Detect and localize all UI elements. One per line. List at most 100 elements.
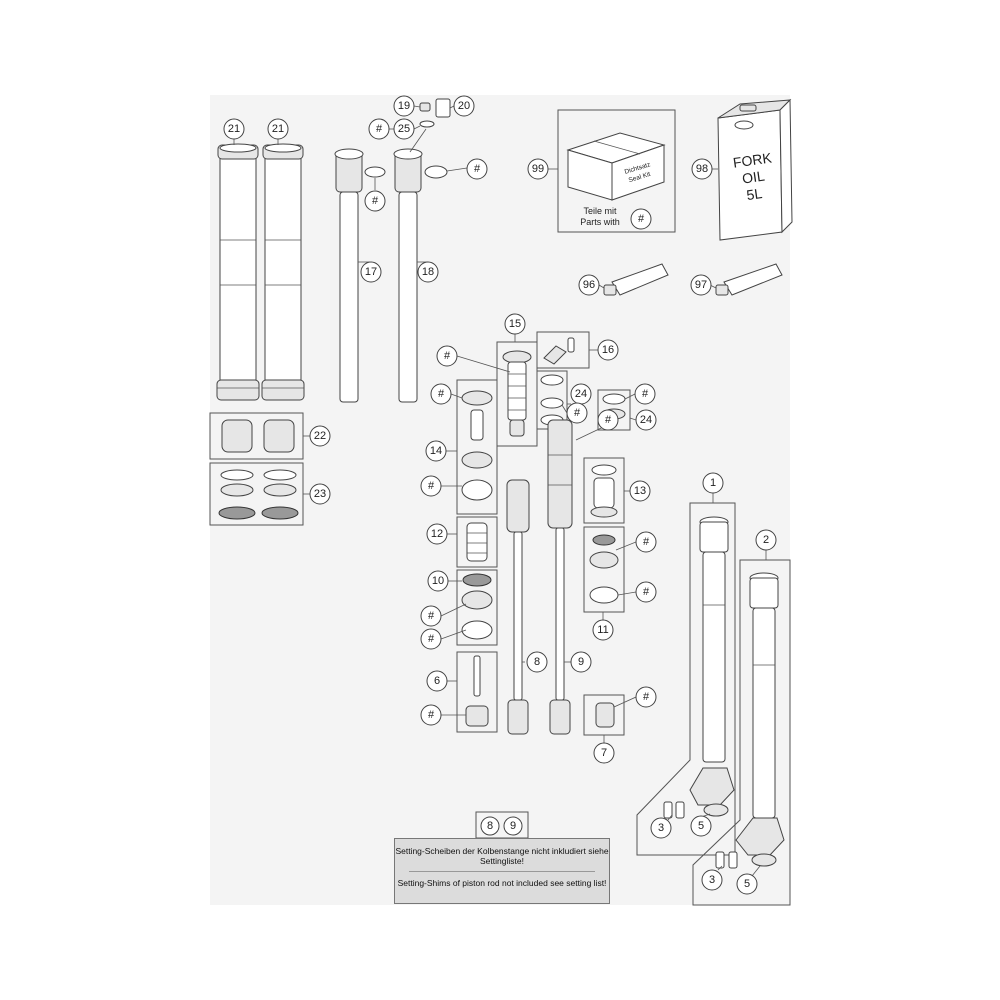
- cartridge-tube-18: [393, 148, 423, 403]
- svg-text:6: 6: [434, 675, 440, 687]
- grease-tube-97: [723, 263, 783, 296]
- svg-text:#: #: [444, 350, 451, 362]
- svg-text:97: 97: [695, 279, 707, 291]
- svg-text:#: #: [428, 610, 435, 622]
- callout-6: 6: [426, 670, 448, 692]
- svg-text:8: 8: [487, 820, 493, 832]
- outer-tube-left: [216, 143, 260, 401]
- parts-with-de: Teile mit: [583, 206, 617, 216]
- svg-text:24: 24: [575, 388, 587, 400]
- oil-can-label-2: OIL: [741, 168, 766, 187]
- callout-97: 97: [690, 274, 712, 296]
- svg-text:3: 3: [658, 822, 664, 834]
- callout-25: 25: [393, 118, 415, 140]
- callout-24-right: 24: [635, 409, 657, 431]
- diagram-background: [210, 95, 790, 905]
- callout-24-left: 24: [570, 383, 592, 405]
- callouts: 21 21 19 20 # 25 # # 17 18 99 # 98 96 97…: [223, 95, 777, 895]
- svg-text:14: 14: [430, 445, 442, 457]
- callout-hash-11-bottom: #: [635, 581, 657, 603]
- svg-text:18: 18: [422, 266, 434, 278]
- svg-text:5: 5: [698, 820, 704, 832]
- svg-text:9: 9: [510, 820, 516, 832]
- svg-text:15: 15: [509, 318, 521, 330]
- callout-10: 10: [427, 570, 449, 592]
- callout-98: 98: [691, 158, 713, 180]
- leg-frame-1: [636, 502, 736, 856]
- svg-text:#: #: [643, 536, 650, 548]
- leg-frame-2: [692, 559, 791, 906]
- fork-oil-can: FORK OIL 5L: [717, 98, 793, 241]
- svg-text:25: 25: [398, 123, 410, 135]
- callout-12: 12: [426, 523, 448, 545]
- box-10: [456, 569, 498, 646]
- svg-text:13: 13: [634, 485, 646, 497]
- callout-1: 1: [702, 472, 724, 494]
- svg-text:#: #: [643, 586, 650, 598]
- setting-shims-note: Setting-Scheiben der Kolbenstange nicht …: [394, 838, 610, 904]
- svg-text:24: 24: [640, 414, 652, 426]
- svg-text:#: #: [605, 414, 612, 426]
- svg-text:9: 9: [578, 656, 584, 668]
- callout-hash-24-left: #: [566, 402, 588, 424]
- oil-can-label-1: FORK: [732, 149, 773, 170]
- damper-rod-8: [506, 479, 530, 735]
- note-text-de: Setting-Scheiben der Kolbenstange nicht …: [395, 846, 609, 866]
- callout-9: 9: [570, 651, 592, 673]
- svg-text:3: 3: [709, 874, 715, 886]
- oil-can-label-3: 5L: [745, 185, 763, 203]
- callout-7: 7: [593, 742, 615, 764]
- svg-text:#: #: [376, 123, 383, 135]
- inner-tube-1: [689, 516, 735, 806]
- svg-text:21: 21: [228, 123, 240, 135]
- box-11: [583, 526, 625, 613]
- callout-5-b: 5: [736, 873, 758, 895]
- svg-text:#: #: [642, 388, 649, 400]
- callout-21-a: 21: [223, 118, 245, 140]
- callout-note-9: 9: [503, 816, 523, 836]
- callout-8: 8: [526, 651, 548, 673]
- svg-text:#: #: [574, 407, 581, 419]
- svg-text:19: 19: [398, 100, 410, 112]
- callout-hash-11-top: #: [635, 531, 657, 553]
- svg-text:98: 98: [696, 163, 708, 175]
- svg-text:17: 17: [365, 266, 377, 278]
- svg-text:11: 11: [597, 624, 608, 636]
- box-6: [456, 651, 498, 733]
- callout-16: 16: [597, 339, 619, 361]
- cartridge-tube-17: [334, 148, 364, 403]
- callout-15: 15: [504, 313, 526, 335]
- svg-text:2: 2: [763, 534, 769, 546]
- svg-text:23: 23: [314, 488, 326, 500]
- outer-tube-right: [261, 143, 305, 401]
- note-text-en: Setting-Shims of piston rod not included…: [397, 878, 607, 888]
- callout-21-b: 21: [267, 118, 289, 140]
- callout-18: 18: [417, 261, 439, 283]
- svg-text:5: 5: [744, 878, 750, 890]
- svg-text:#: #: [438, 388, 445, 400]
- svg-text:12: 12: [431, 528, 443, 540]
- callout-19: 19: [393, 95, 415, 117]
- svg-text:#: #: [638, 213, 645, 225]
- callout-hash-7: #: [635, 686, 657, 708]
- damper-rod-9: [547, 419, 573, 735]
- box-13: [583, 457, 625, 524]
- callout-5-a: 5: [690, 815, 712, 837]
- callout-96: 96: [578, 274, 600, 296]
- callout-3-a: 3: [650, 817, 672, 839]
- callout-hash-9-head: #: [597, 409, 619, 431]
- seal-kit-frame: [557, 109, 676, 233]
- box-14: [456, 379, 498, 515]
- callout-hash-parts-with: #: [630, 208, 652, 230]
- callout-11: 11: [592, 619, 614, 641]
- grease-tube-96: [611, 263, 669, 296]
- callout-hash-ring-18: #: [466, 158, 488, 180]
- callout-hash-25: #: [368, 118, 390, 140]
- svg-text:#: #: [474, 163, 481, 175]
- callout-20: 20: [453, 95, 475, 117]
- callout-17: 17: [360, 261, 382, 283]
- svg-text:1: 1: [710, 477, 716, 489]
- callout-hash-14-top: #: [430, 383, 452, 405]
- svg-text:99: 99: [532, 163, 544, 175]
